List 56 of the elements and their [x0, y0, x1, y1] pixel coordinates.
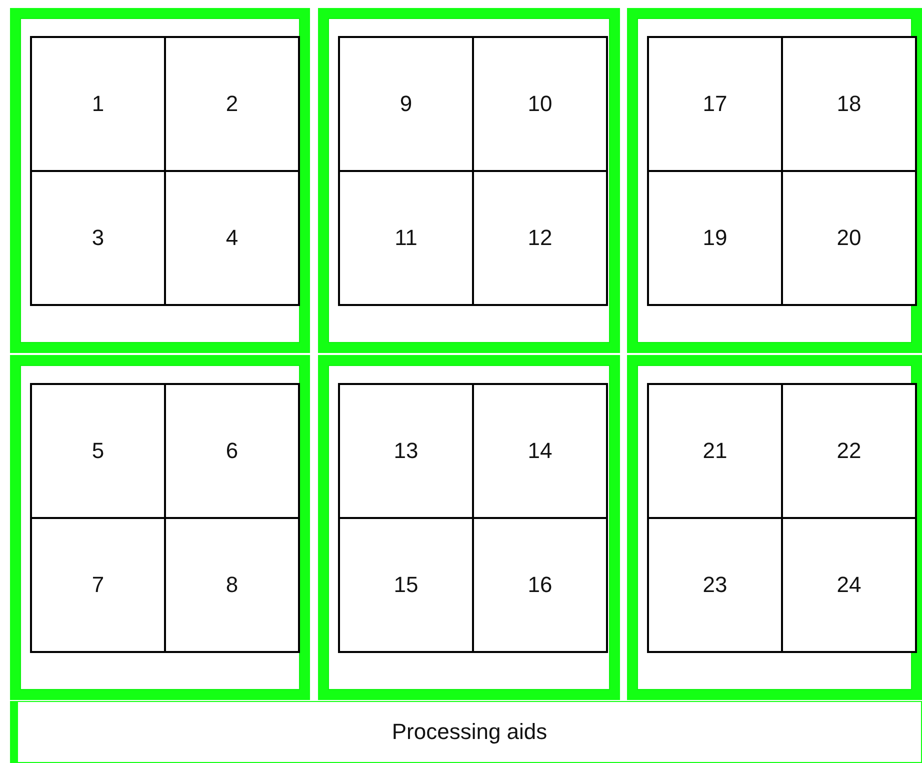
cell-number: 7	[92, 572, 104, 598]
panel	[10, 355, 310, 700]
grid-cell	[30, 517, 166, 653]
cell-number: 11	[394, 225, 418, 251]
cell-number: 14	[528, 438, 552, 464]
grid-cell	[164, 383, 300, 519]
cell-number: 10	[528, 91, 552, 117]
cell-number: 6	[226, 438, 238, 464]
cell-number: 23	[702, 572, 728, 598]
grid-cell	[338, 36, 474, 172]
cell-number: 24	[836, 572, 862, 598]
grid-cell	[647, 517, 783, 653]
cell-number: 9	[400, 91, 412, 117]
grid-cell	[781, 170, 917, 306]
panel	[627, 355, 922, 700]
grid-cell	[30, 383, 166, 519]
grid-cell	[164, 517, 300, 653]
panel	[627, 8, 922, 353]
grid-cell	[472, 383, 608, 519]
cell-number: 3	[92, 225, 104, 251]
grid-cell	[647, 36, 783, 172]
footer-label: Processing aids	[392, 719, 548, 745]
panel	[10, 8, 310, 353]
cell-number: 4	[226, 225, 238, 251]
grid-cell	[338, 517, 474, 653]
cell-number: 8	[226, 572, 238, 598]
grid-cell	[472, 36, 608, 172]
cell-number: 2	[226, 91, 238, 117]
grid-cell	[338, 383, 474, 519]
cell-number: 12	[528, 225, 552, 251]
grid-cell	[647, 170, 783, 306]
grid-cell	[781, 517, 917, 653]
cell-number: 16	[528, 572, 552, 598]
cell-number: 17	[702, 91, 728, 117]
grid-cell	[164, 170, 300, 306]
footer-box	[10, 701, 922, 763]
grid-cell	[164, 36, 300, 172]
grid-cell	[781, 383, 917, 519]
cell-number: 21	[702, 438, 728, 464]
grid-cell	[30, 36, 166, 172]
grid-cell	[472, 517, 608, 653]
grid-cell	[647, 383, 783, 519]
cell-number: 13	[394, 438, 418, 464]
cell-number: 19	[702, 225, 728, 251]
cell-number: 20	[836, 225, 862, 251]
cell-number: 18	[836, 91, 862, 117]
cell-number: 22	[836, 438, 862, 464]
grid-cell	[30, 170, 166, 306]
panel	[318, 355, 620, 700]
grid-cell	[781, 36, 917, 172]
cell-number: 5	[92, 438, 104, 464]
panel	[318, 8, 620, 353]
cell-number: 15	[394, 572, 418, 598]
grid-cell	[472, 170, 608, 306]
cell-number: 1	[92, 91, 104, 117]
grid-cell	[338, 170, 474, 306]
